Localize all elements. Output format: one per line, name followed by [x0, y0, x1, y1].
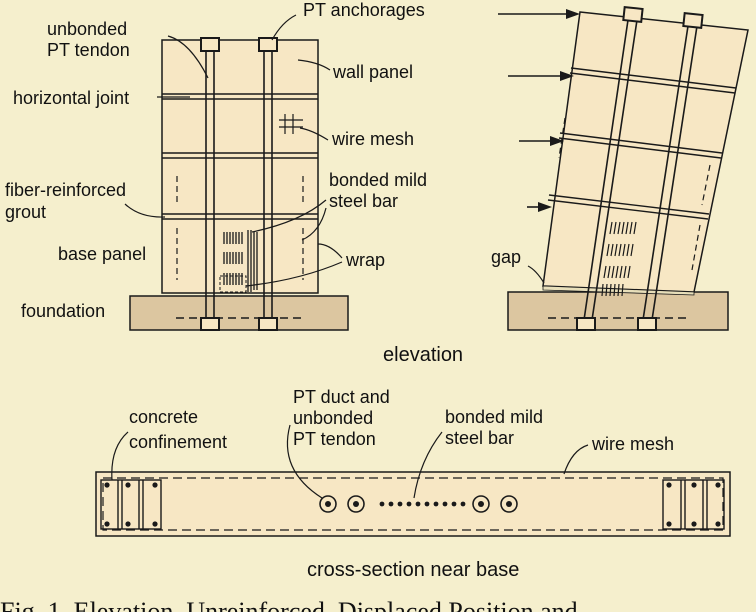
label-bonded-mild: bonded mild	[329, 170, 427, 190]
figure-caption: Fig. 1. Elevation, Unreinforced, Displac…	[0, 597, 578, 612]
left-leaders	[124, 14, 343, 287]
cross-section: concrete confinement PT duct and unbonde…	[95, 387, 731, 537]
anchorage-bottom-right-rocked	[637, 317, 657, 331]
label-gap: gap	[491, 247, 521, 267]
cross-section-outline	[95, 471, 731, 537]
rocked-joints	[547, 67, 737, 220]
label-bonded-mild-cs: bonded mild	[445, 407, 543, 427]
label-foundation: foundation	[21, 301, 105, 321]
anchorage-bottom-left-rocked	[576, 317, 596, 331]
pt-ducts	[319, 495, 518, 513]
caption-cross-section: cross-section near base	[307, 559, 519, 581]
label-pt-anchorages: PT anchorages	[303, 0, 425, 20]
wire-mesh-mark	[279, 114, 303, 134]
bonded-steel-bars	[223, 230, 258, 292]
lateral-force-arrows	[498, 9, 580, 212]
label-wire-mesh: wire mesh	[331, 129, 414, 149]
foundation-block-right	[507, 291, 729, 331]
label-fiber-reinforced: fiber-reinforced	[5, 180, 126, 200]
label-horizontal-joint: horizontal joint	[13, 88, 129, 108]
label-pt-duct-and: PT duct and	[293, 387, 390, 407]
label-grout: grout	[5, 202, 46, 222]
label-steel-bar-cs: steel bar	[445, 428, 514, 448]
label-steel-bar: steel bar	[329, 191, 398, 211]
label-pt-tendon-cs: PT tendon	[293, 429, 376, 449]
wall-panel-stack	[161, 39, 319, 294]
foundation-block	[129, 295, 349, 331]
label-unbonded: unbonded	[47, 19, 127, 39]
wire-mesh-dashed	[102, 477, 724, 531]
bonded-bar-dots	[379, 501, 466, 507]
rocked-tendons	[583, 19, 698, 321]
confinement-right	[662, 479, 725, 530]
pt-anchorage-top-left	[200, 37, 220, 52]
label-concrete: concrete	[129, 407, 198, 427]
label-wire-mesh-cs: wire mesh	[591, 434, 674, 454]
caption-elevation: elevation	[383, 344, 463, 366]
edge-dash	[558, 117, 566, 159]
cross-section-leaders	[111, 424, 589, 499]
pt-anchorage-bottom-left	[200, 317, 220, 331]
rocked-steel-bars	[601, 221, 637, 297]
confinement-left	[100, 479, 162, 530]
anchorage-top-left-rocked	[622, 5, 644, 24]
label-confinement: confinement	[129, 432, 227, 452]
left-elevation: unbonded PT tendon PT anchorages wall pa…	[5, 0, 427, 331]
anchorage-top-right-rocked	[682, 11, 704, 30]
label-base-panel: base panel	[58, 244, 146, 264]
label-unbonded-cs: unbonded	[293, 408, 373, 428]
pt-anchorage-top-right	[258, 37, 278, 52]
right-elevation-displaced: gap	[491, 5, 749, 331]
label-pt-tendon: PT tendon	[47, 40, 130, 60]
label-wall-panel: wall panel	[332, 62, 413, 82]
edge-dash	[691, 224, 701, 271]
label-wrap: wrap	[345, 250, 385, 270]
edge-dash	[701, 164, 711, 206]
wrap-outline	[219, 275, 247, 293]
pt-anchorage-bottom-right	[258, 317, 278, 331]
gap-leader	[527, 265, 545, 284]
